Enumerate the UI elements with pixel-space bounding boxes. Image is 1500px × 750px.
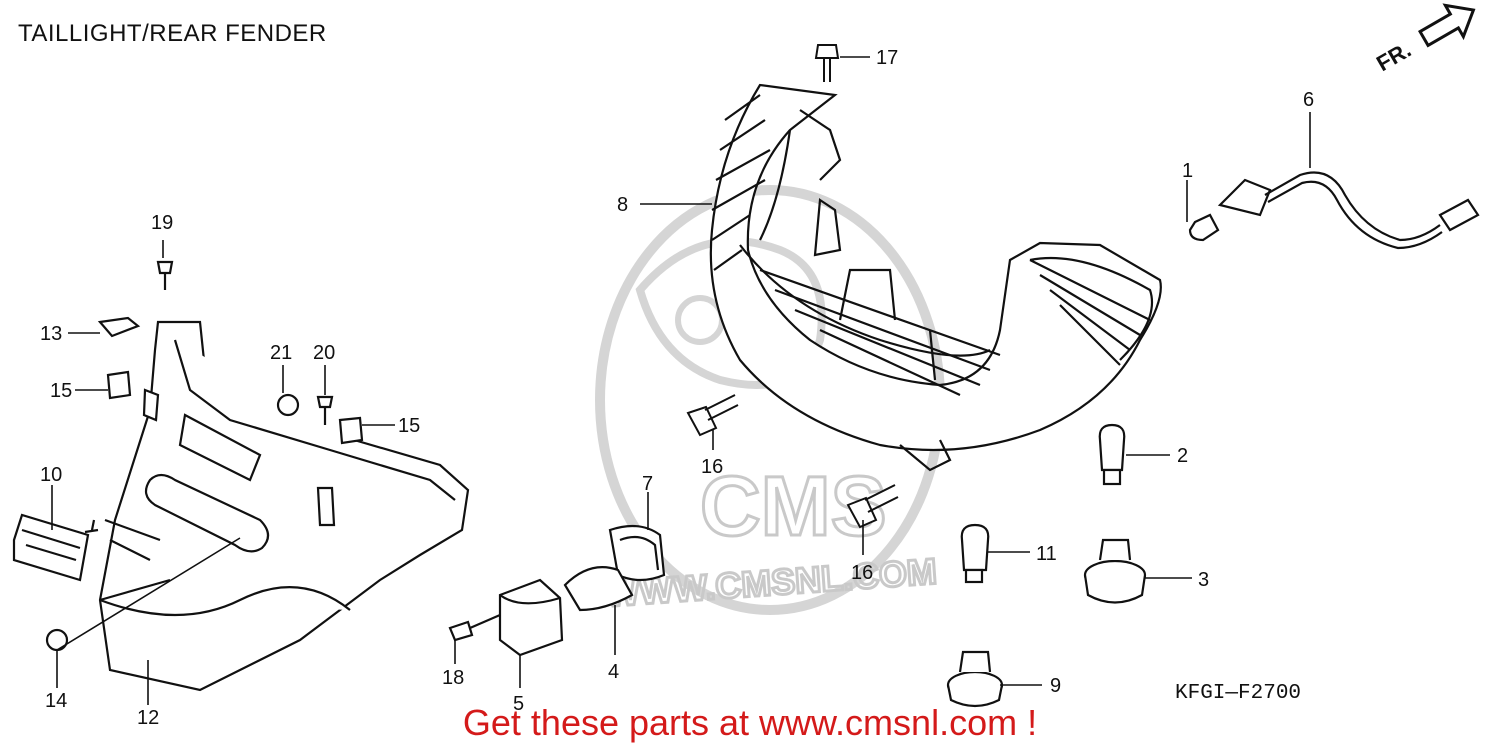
callout-4: 4 bbox=[608, 661, 619, 683]
taillight-housing bbox=[709, 83, 1162, 472]
callout-6: 6 bbox=[1303, 89, 1314, 111]
callout-20: 20 bbox=[313, 342, 335, 364]
direction-marker: FR. bbox=[1372, 3, 1476, 76]
callout-11: 11 bbox=[1036, 543, 1057, 565]
callout-2: 2 bbox=[1177, 445, 1188, 467]
callout-10: 10 bbox=[40, 464, 62, 486]
callout-16a: 16 bbox=[701, 456, 723, 478]
callout-13: 13 bbox=[40, 323, 62, 345]
callout-12: 12 bbox=[137, 707, 159, 729]
diagram-title: TAILLIGHT/REAR FENDER bbox=[18, 20, 327, 47]
callout-7: 7 bbox=[642, 473, 653, 495]
callout-17: 17 bbox=[876, 47, 898, 69]
small-parts bbox=[946, 423, 1147, 708]
callout-16b: 16 bbox=[851, 562, 873, 584]
callout-21: 21 bbox=[270, 342, 292, 364]
fender-parts bbox=[12, 260, 364, 652]
callout-19: 19 bbox=[151, 212, 173, 234]
promo-link[interactable]: Get these parts at www.cmsnl.com ! bbox=[462, 702, 1038, 743]
callout-5: 5 bbox=[513, 693, 524, 715]
callouts: 17 6 1 8 19 13 21 20 15 15 10 16 2 7 11 … bbox=[40, 47, 1314, 729]
drawing-code: KFGI—F2700 bbox=[1175, 682, 1302, 705]
callout-18: 18 bbox=[442, 667, 464, 689]
arrow-icon bbox=[1418, 3, 1476, 48]
screws bbox=[686, 44, 899, 529]
direction-label: FR. bbox=[1372, 37, 1415, 76]
rear-fender bbox=[98, 320, 470, 692]
callout-15b: 15 bbox=[398, 415, 420, 437]
callout-3: 3 bbox=[1198, 569, 1209, 591]
callout-1: 1 bbox=[1182, 160, 1193, 182]
callout-15a: 15 bbox=[50, 380, 72, 402]
covers bbox=[448, 524, 666, 657]
leader-lines bbox=[51, 56, 1311, 705]
callout-9: 9 bbox=[1050, 675, 1061, 697]
socket-harness bbox=[1188, 171, 1480, 250]
callout-14: 14 bbox=[45, 690, 67, 712]
callout-8: 8 bbox=[617, 194, 628, 216]
